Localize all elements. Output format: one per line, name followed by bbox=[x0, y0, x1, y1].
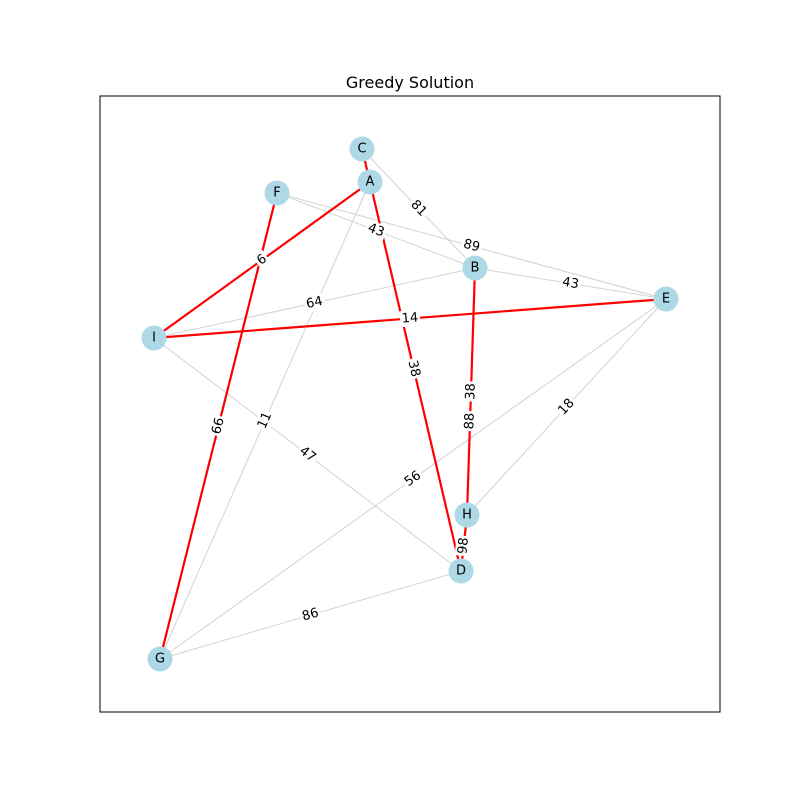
edge-weight-label: 56 bbox=[400, 466, 426, 492]
plot-frame bbox=[99, 95, 721, 713]
node-i: I bbox=[141, 325, 167, 351]
edge-weight-background bbox=[454, 535, 473, 557]
node-c: C bbox=[349, 136, 375, 162]
edge-labels-layer: 81 43 89 43 64 11 47 56 18 86 6 14 38 66 38 88 98 bbox=[208, 195, 582, 626]
edge-weight-label: 38 bbox=[462, 381, 480, 402]
edge-weight-label: 43 bbox=[559, 274, 582, 293]
edge-weight-background bbox=[363, 219, 389, 242]
edge-weight-label: 86 bbox=[298, 604, 323, 626]
edge-weight-label: 66 bbox=[208, 414, 229, 438]
edge-weight-background bbox=[252, 250, 272, 270]
edge-weight-text: 38 bbox=[404, 359, 422, 379]
edge-weight-label: 18 bbox=[553, 394, 580, 420]
node-circle bbox=[448, 558, 474, 584]
edge-weight-background bbox=[459, 235, 484, 257]
node-b: B bbox=[462, 255, 488, 281]
edge-weight-label: 11 bbox=[253, 408, 277, 433]
edge-weight-text: 66 bbox=[209, 416, 228, 436]
node-circle bbox=[264, 180, 290, 206]
node-circle bbox=[349, 136, 375, 162]
node-label: C bbox=[357, 142, 366, 157]
node-circle bbox=[141, 325, 167, 351]
node-g: G bbox=[147, 646, 173, 672]
edge-weight-label: 14 bbox=[399, 309, 421, 328]
edge-weight-text: 43 bbox=[366, 221, 387, 241]
node-label: H bbox=[462, 508, 472, 523]
edge-weight-background bbox=[208, 414, 229, 438]
edge-weight-label: 81 bbox=[405, 195, 432, 222]
edge-weight-background bbox=[298, 604, 323, 626]
edge-weight-background bbox=[559, 274, 582, 293]
edge-weight-background bbox=[294, 442, 321, 467]
edge-weight-label: 47 bbox=[294, 442, 321, 467]
edge-weight-label: 89 bbox=[459, 235, 484, 257]
node-e: E bbox=[653, 286, 679, 312]
node-label: F bbox=[273, 186, 280, 201]
edge-weight-text: 88 bbox=[462, 413, 478, 430]
edge-weight-label: 38 bbox=[403, 357, 424, 381]
node-circle bbox=[357, 169, 383, 195]
edge-weight-background bbox=[253, 408, 277, 433]
edge-weight-text: 14 bbox=[401, 310, 419, 326]
edge-weight-text: 56 bbox=[402, 468, 424, 490]
node-circle bbox=[462, 255, 488, 281]
node-label: D bbox=[456, 564, 466, 579]
edge-weight-text: 38 bbox=[463, 383, 479, 400]
edge-weight-text: 86 bbox=[300, 605, 320, 624]
node-circle bbox=[454, 502, 480, 528]
node-label: G bbox=[155, 652, 165, 667]
edge-weight-background bbox=[400, 466, 426, 492]
edge-weight-background bbox=[303, 293, 326, 313]
node-f: F bbox=[264, 180, 290, 206]
edge-weight-label: 43 bbox=[363, 219, 389, 242]
edge-weight-label: 88 bbox=[461, 410, 479, 432]
edge-weight-label: 64 bbox=[303, 293, 326, 313]
edge-weight-text: 47 bbox=[296, 444, 318, 466]
edge-weight-background bbox=[405, 195, 432, 222]
edge-weight-label: 6 bbox=[252, 250, 272, 270]
nodes-layer: A B C D E F G H I bbox=[141, 136, 679, 672]
node-label: A bbox=[366, 175, 375, 190]
node-circle bbox=[653, 286, 679, 312]
edges-layer bbox=[153, 148, 667, 660]
node-label: I bbox=[152, 331, 156, 346]
node-a: A bbox=[357, 169, 383, 195]
node-h: H bbox=[454, 502, 480, 528]
edge-weight-text: 89 bbox=[462, 237, 482, 256]
edge-weight-background bbox=[403, 357, 424, 381]
edge-weight-label: 98 bbox=[454, 535, 473, 557]
figure-title: Greedy Solution bbox=[346, 73, 474, 92]
node-circle bbox=[147, 646, 173, 672]
edge-weight-background bbox=[461, 410, 479, 432]
node-d: D bbox=[448, 558, 474, 584]
edge-weight-text: 64 bbox=[305, 294, 324, 312]
node-label: E bbox=[662, 292, 670, 307]
edge-weight-background bbox=[553, 394, 580, 420]
edge-weight-background bbox=[399, 309, 421, 328]
edge-weight-text: 98 bbox=[455, 537, 472, 555]
edge-weight-text: 43 bbox=[561, 275, 580, 292]
edge-weight-text: 11 bbox=[255, 410, 275, 431]
node-label: B bbox=[471, 261, 480, 276]
edge-weight-background bbox=[462, 381, 480, 402]
